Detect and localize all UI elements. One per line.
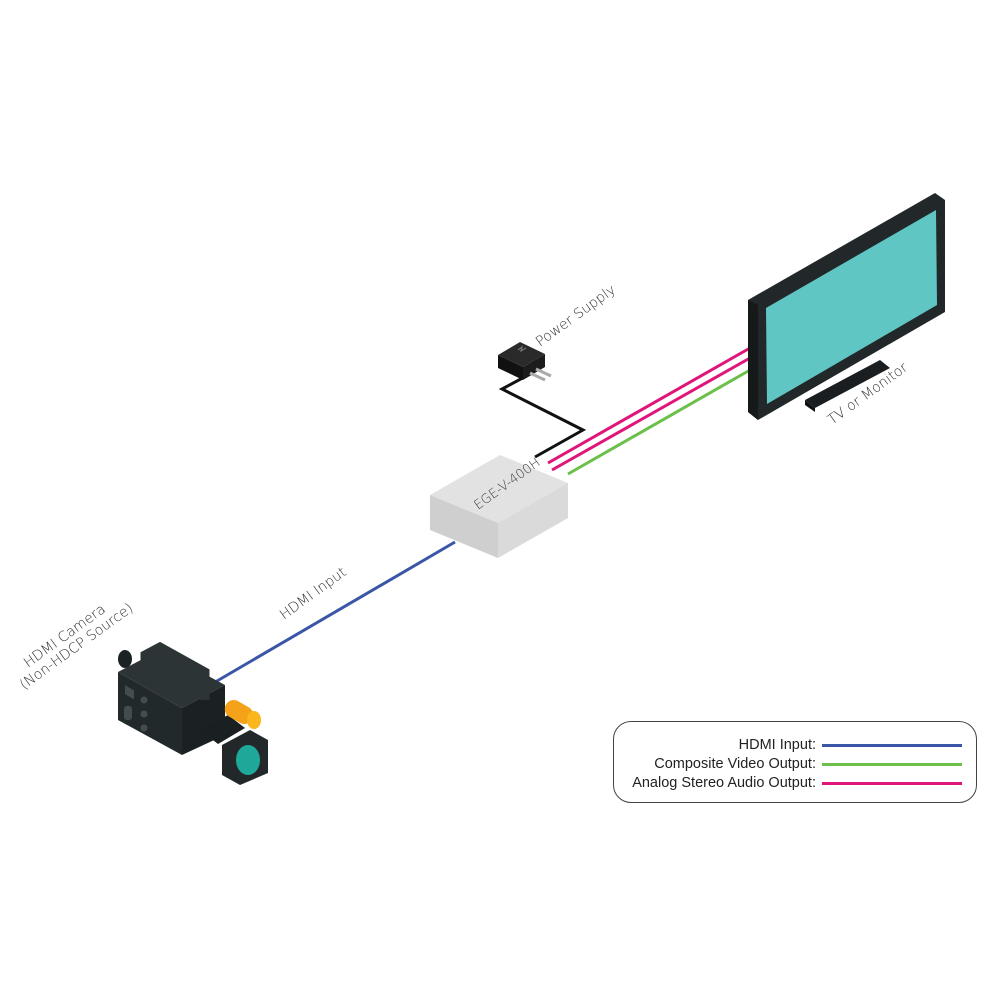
camera-handle [140, 641, 210, 700]
legend: HDMI Input: Composite Video Output: Anal… [613, 721, 977, 803]
legend-item-composite: Composite Video Output: [654, 755, 962, 773]
hdmi-cable [204, 540, 456, 690]
converter-device[interactable]: EGE-V-400H [430, 455, 568, 558]
tv-screen [766, 210, 937, 404]
legend-item-hdmi: HDMI Input: [739, 736, 962, 754]
legend-swatch [822, 743, 962, 747]
audio-cable-right [551, 356, 751, 472]
power-supply-device[interactable] [498, 342, 552, 382]
lightning-icon [517, 345, 527, 353]
tv-stand [805, 360, 890, 408]
legend-swatch [822, 781, 962, 785]
legend-label: Composite Video Output: [654, 756, 816, 772]
hdmi-camera-device[interactable] [118, 641, 268, 785]
camera-lens [236, 745, 260, 775]
tv-monitor-device[interactable] [748, 193, 945, 420]
legend-item-audio: Analog Stereo Audio Output: [632, 774, 962, 792]
legend-label: Analog Stereo Audio Output: [632, 775, 816, 791]
legend-swatch [822, 762, 962, 766]
microphone [224, 700, 261, 729]
legend-label: HDMI Input: [738, 737, 816, 753]
audio-cable-left [547, 346, 751, 465]
hdmi-input-label: HDMI Input [277, 564, 350, 623]
power-supply-label: Power Supply [533, 282, 619, 350]
composite-video-cable [567, 368, 751, 476]
power-cable [498, 371, 587, 459]
